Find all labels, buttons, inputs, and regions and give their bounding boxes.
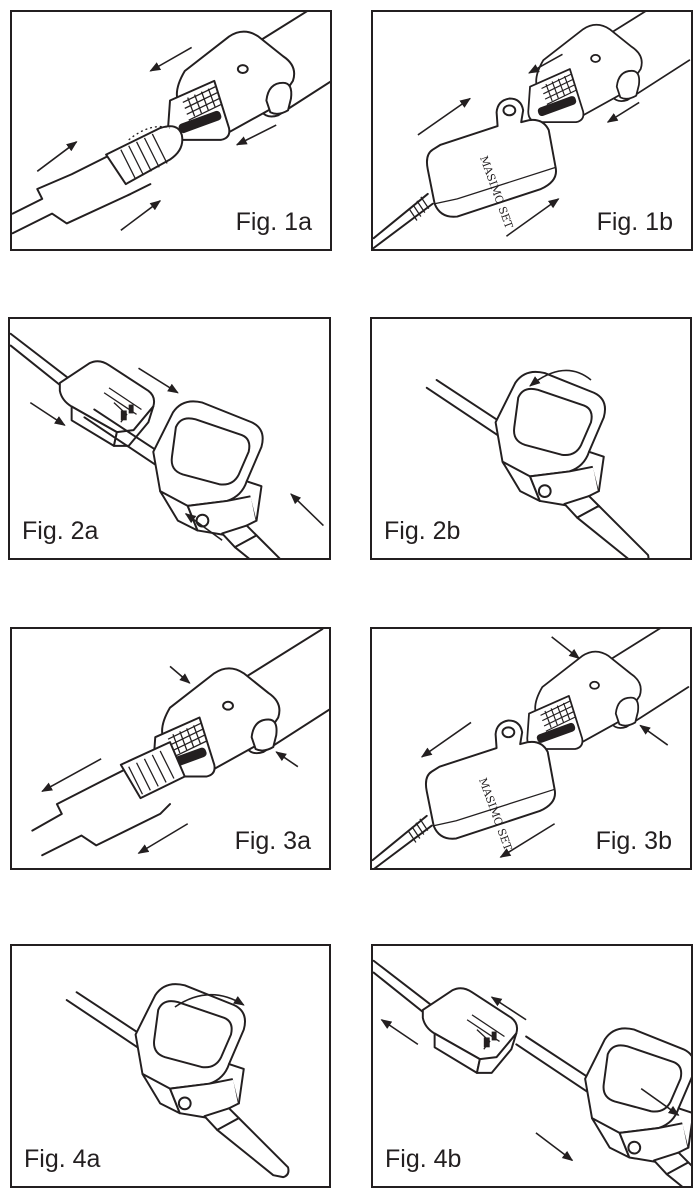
direction-arrow — [169, 665, 191, 684]
direction-arrow — [137, 823, 189, 854]
direction-arrow — [499, 823, 556, 858]
figure-2a-panel: Fig. 2a — [8, 317, 331, 560]
figure-1b-drawing: MASIMO SET — [373, 12, 691, 249]
masimo-adapter — [373, 97, 558, 249]
figure-4a-drawing — [65, 983, 290, 1179]
figure-1a-panel: Fig. 1a — [10, 10, 332, 251]
figure-1a-drawing — [12, 12, 330, 235]
direction-arrow — [235, 124, 277, 146]
figure-label: Fig. 4a — [24, 1145, 101, 1173]
direction-arrow — [606, 101, 640, 123]
direction-arrow — [528, 53, 563, 74]
direction-arrow — [36, 141, 78, 172]
sensor-connector-housing — [526, 629, 690, 750]
plug-connector — [10, 332, 156, 447]
rotation-arrow — [174, 993, 245, 1008]
direction-arrow — [420, 721, 472, 758]
direction-arrow — [290, 493, 324, 527]
figure-3b-panel: MASIMO SET Fig. 3b — [370, 627, 692, 870]
adapter-housing — [83, 400, 308, 558]
figure-4b-panel: Fig. 4b — [371, 944, 693, 1188]
figure-3b-drawing: MASIMO SET — [372, 629, 690, 868]
figure-label: Fig. 2a — [22, 517, 99, 545]
sensor-cable-lower — [31, 765, 132, 832]
direction-arrow — [639, 724, 669, 746]
figure-label: Fig. 2b — [384, 517, 461, 545]
direction-arrow — [490, 996, 527, 1021]
figure-3a-drawing — [31, 629, 329, 857]
direction-arrow — [640, 1087, 680, 1116]
direction-arrow — [551, 636, 581, 660]
flat-connector-tab — [105, 125, 184, 186]
direction-arrow — [275, 751, 299, 768]
figure-2b-panel: Fig. 2b — [370, 317, 692, 560]
direction-arrow — [380, 1019, 419, 1046]
direction-arrow — [184, 513, 223, 541]
direction-arrow — [120, 200, 162, 231]
figure-2b-drawing — [425, 369, 650, 558]
figure-label: Fig. 1a — [235, 208, 312, 236]
plug-connector — [373, 959, 519, 1074]
sensor-cable-upper — [12, 183, 152, 235]
figure-label: Fig. 1b — [596, 208, 673, 236]
adapter-housing — [515, 1027, 691, 1186]
direction-arrow — [417, 97, 471, 136]
direction-arrow — [535, 1132, 574, 1162]
direction-arrow — [29, 401, 66, 426]
figure-2a-drawing — [10, 332, 324, 558]
figure-1b-panel: MASIMO SET Fig. 1b — [371, 10, 693, 251]
direction-arrow — [41, 758, 102, 792]
figure-label: Fig. 4b — [385, 1145, 462, 1173]
direction-arrow — [149, 46, 193, 72]
direction-arrow — [138, 367, 179, 394]
figure-label: Fig. 3a — [234, 827, 311, 855]
figure-label: Fig. 3b — [595, 827, 672, 855]
sensor-connector-housing — [167, 12, 330, 141]
masimo-adapter — [372, 719, 557, 868]
direction-arrow — [505, 198, 560, 237]
sensor-connector-housing — [152, 629, 329, 778]
figure-3a-panel: Fig. 3a — [10, 627, 331, 870]
figure-4a-panel: Fig. 4a — [10, 944, 331, 1188]
rotation-arrow — [529, 369, 592, 387]
figure-4b-drawing — [373, 959, 691, 1186]
sensor-connector-housing — [527, 12, 691, 124]
